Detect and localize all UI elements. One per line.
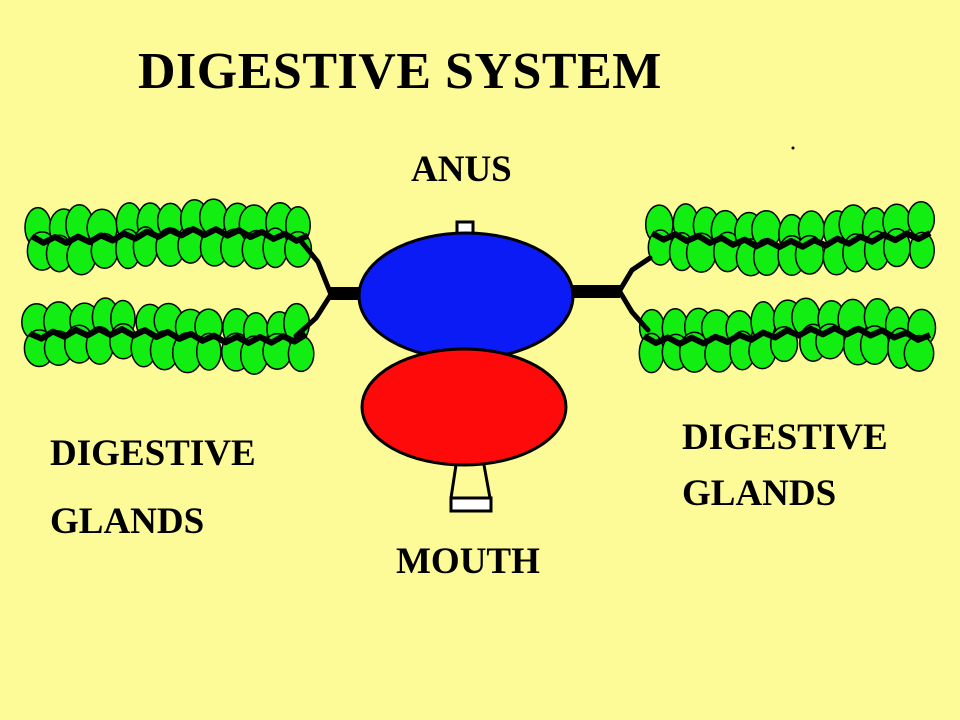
gland-lobe — [909, 231, 935, 269]
left-gland-ducts — [293, 237, 365, 339]
speck-dot — [791, 146, 795, 150]
gland-duct — [650, 230, 932, 250]
gland-duct — [30, 226, 310, 246]
right-glands-label-line1: DIGESTIVE — [682, 417, 888, 458]
gland-lobe — [903, 334, 935, 372]
lower-body-red — [360, 347, 568, 467]
page-title: DIGESTIVE SYSTEM — [138, 43, 662, 100]
anus-label: ANUS — [411, 149, 512, 190]
upper-body-blue — [357, 231, 575, 361]
gland-duct — [642, 325, 932, 347]
left-glands-label-line2: GLANDS — [50, 501, 205, 542]
left-upper-gland-cluster — [24, 198, 313, 276]
mouth-label: MOUTH — [396, 541, 540, 582]
right-upper-gland-cluster — [644, 200, 936, 277]
mouth-opening — [449, 464, 493, 513]
left-lower-gland-cluster — [21, 297, 315, 375]
right-glands-label-line2: GLANDS — [682, 473, 837, 514]
right-lower-gland-cluster — [638, 297, 937, 374]
gland-lobe — [907, 200, 936, 238]
left-glands-label-line1: DIGESTIVE — [50, 433, 256, 474]
right-gland-ducts — [567, 255, 653, 333]
gland-duct — [28, 326, 308, 346]
